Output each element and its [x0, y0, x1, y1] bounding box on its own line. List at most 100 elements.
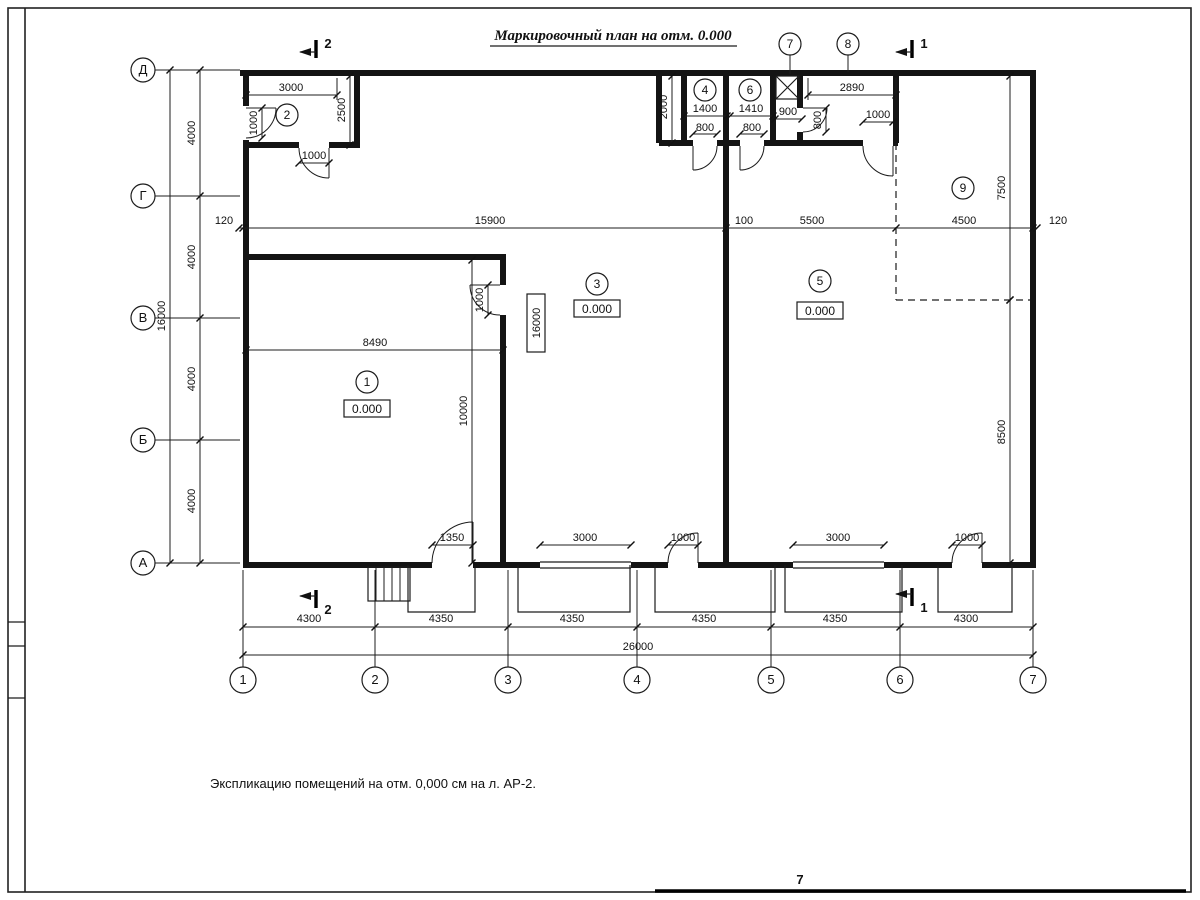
shaft-cross-icon [775, 75, 800, 100]
section-label: 2 [324, 602, 331, 617]
stair-outline [367, 566, 411, 602]
dim-label: 4350 [823, 613, 847, 625]
room-number: 2 [284, 108, 291, 122]
window [540, 561, 631, 569]
dim-label: 120 [215, 215, 233, 227]
dim-label: 2500 [336, 98, 348, 122]
room-number: 3 [594, 277, 601, 291]
axis-label-col: 6 [896, 672, 903, 687]
dim-label: 16000 [156, 301, 168, 332]
dim-label: 4350 [560, 613, 584, 625]
door-room6 [739, 145, 765, 171]
room-number: 9 [960, 181, 967, 195]
axis-bubble-col [1019, 666, 1047, 694]
axis-label-row: В [139, 310, 148, 325]
window [793, 561, 884, 569]
ref-dim-label: 16000 [531, 308, 543, 339]
dimension-lines [166, 66, 1041, 659]
axis-bubble-col [229, 666, 257, 694]
axis-label-col: 7 [1029, 672, 1036, 687]
dim-label: 5500 [800, 215, 824, 227]
section-label: 1 [920, 36, 927, 51]
dim-label: 4350 [429, 613, 453, 625]
dim-label: 4300 [954, 613, 978, 625]
dim-label: 120 [1049, 215, 1067, 227]
room-tag-circle [738, 78, 762, 102]
shaft [775, 75, 800, 100]
axis-label-col: 1 [239, 672, 246, 687]
axis-bubble-row [130, 183, 156, 209]
dim-label: 8490 [363, 337, 387, 349]
section-label: 1 [920, 600, 927, 615]
axis-label-col: 5 [767, 672, 774, 687]
dim-label: 7500 [996, 176, 1008, 200]
dim-label: 15900 [475, 215, 506, 227]
dim-label: 8500 [996, 420, 1008, 444]
room-tag-circle [693, 78, 717, 102]
elevation-box [796, 301, 844, 320]
room-tag-circle [808, 269, 832, 293]
axis-grid [155, 69, 1034, 667]
note-text: Экспликацию помещений на отм. 0,000 см н… [210, 776, 536, 791]
axis-bubble-row [130, 305, 156, 331]
dim-label: 800 [743, 122, 761, 134]
dim-label: 1000 [248, 111, 260, 135]
axis-label-col: 3 [504, 672, 511, 687]
witness-lines [245, 78, 897, 100]
axis-bubble-row [130, 57, 156, 83]
axis-label-col: 2 [371, 672, 378, 687]
dim-label: 3000 [279, 82, 303, 94]
dim-label: 3000 [573, 532, 597, 544]
axis-bubble-col [623, 666, 651, 694]
dim-label: 1000 [955, 532, 979, 544]
dim-label: 1000 [866, 109, 890, 121]
page-number: 7 [796, 872, 803, 887]
windows [540, 561, 884, 569]
dim-label: 100 [735, 215, 753, 227]
room-tags: 1 2 3 4 5 6 7 8 9 [275, 32, 975, 394]
porch [937, 565, 1013, 613]
dim-label: 4000 [186, 121, 198, 145]
porches [407, 565, 1013, 613]
room-tag-circle [585, 272, 609, 296]
annotations: Маркировочный план на отм. 0.000 Эксплик… [210, 28, 737, 791]
section-marks: 2 2 1 1 [299, 36, 928, 617]
porch [517, 565, 631, 613]
dim-label: 2000 [658, 95, 670, 119]
dim-label: 2890 [840, 82, 864, 94]
room-number: 5 [817, 274, 824, 288]
doors [245, 107, 983, 564]
dim-label: 800 [812, 111, 824, 129]
elevation-marks: 0.000 0.000 0.000 [343, 299, 844, 418]
room-tag-circle [951, 176, 975, 200]
dim-label: 1350 [440, 532, 464, 544]
dim-label: 900 [779, 106, 797, 118]
axis-bubble-row [130, 427, 156, 453]
elevation-value: 0.000 [805, 304, 835, 318]
dim-label: 3000 [826, 532, 850, 544]
ref-dim-box [526, 293, 546, 353]
axis-markers: Д Г В Б А 1 2 3 4 5 6 7 [130, 57, 1047, 694]
elevation-value: 0.000 [582, 302, 612, 316]
top-strip-walls-vertical [656, 70, 899, 143]
dim-label: 4500 [952, 215, 976, 227]
dim-label: 1410 [739, 103, 763, 115]
elevation-value: 0.000 [352, 402, 382, 416]
room-tag-circle [355, 370, 379, 394]
room-number: 7 [787, 37, 794, 51]
dimension-labels: 3000 2500 1000 1000 4000 4000 4000 4000 … [156, 82, 1067, 653]
dim-label: 1000 [474, 288, 486, 312]
sheet-frame: 7 [7, 7, 1192, 893]
axis-label-row: Г [139, 188, 146, 203]
axis-label-row: А [139, 555, 148, 570]
dim-label: 4300 [297, 613, 321, 625]
axis-label-row: Д [139, 62, 148, 77]
dim-label: 4000 [186, 245, 198, 269]
dim-label: 10000 [458, 396, 470, 427]
door-room4 [692, 145, 718, 171]
stairs [367, 566, 411, 602]
section-label: 2 [324, 36, 331, 51]
elevation-box [343, 399, 391, 418]
room-number: 8 [845, 37, 852, 51]
